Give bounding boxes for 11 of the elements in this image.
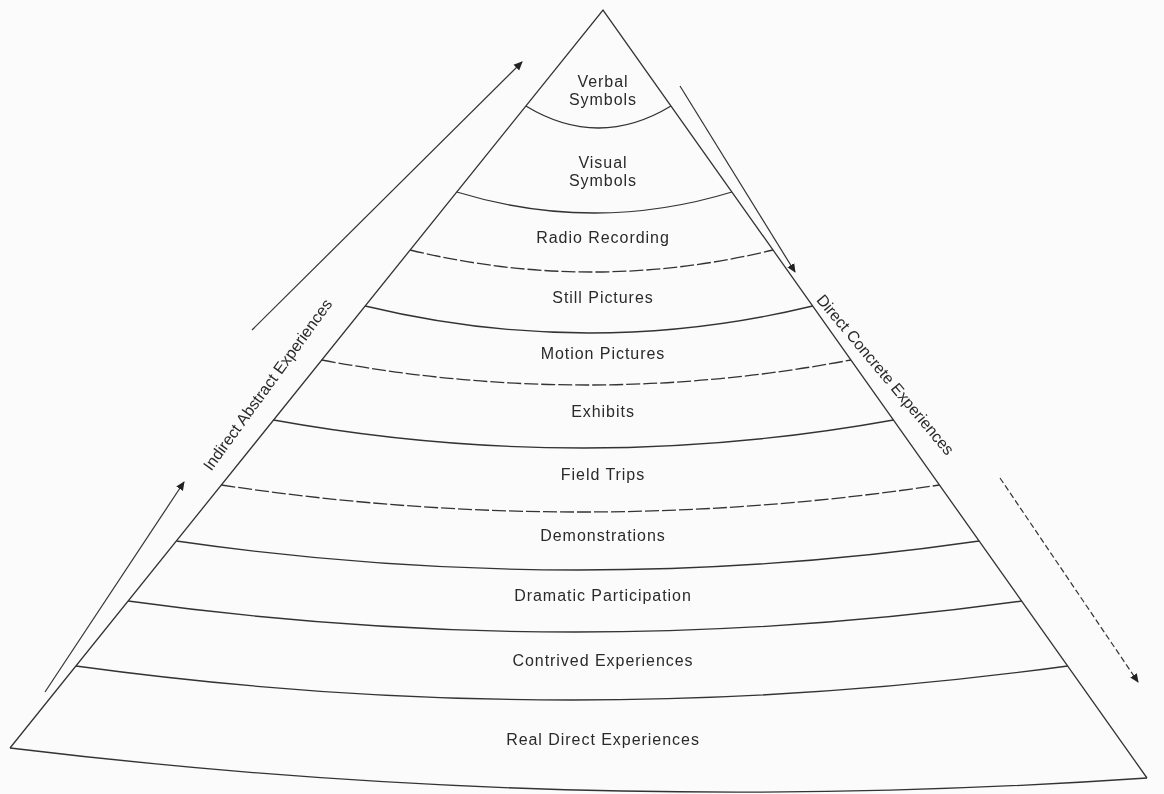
band-label: Still Pictures (552, 288, 654, 307)
band-label: Visual Symbols (567, 153, 639, 190)
band-label: Verbal Symbols (567, 73, 639, 109)
band-label: Motion Pictures (540, 345, 666, 363)
band-label: Radio Recording (536, 228, 670, 247)
band-label: Demonstrations (540, 527, 666, 545)
band-label: Real Direct Experiences (506, 731, 700, 749)
band-label: Field Trips (560, 466, 646, 484)
band-label: Contrived Experiences (512, 652, 694, 670)
band-label: Exhibits (571, 402, 635, 421)
band-label: Dramatic Participation (514, 587, 692, 605)
